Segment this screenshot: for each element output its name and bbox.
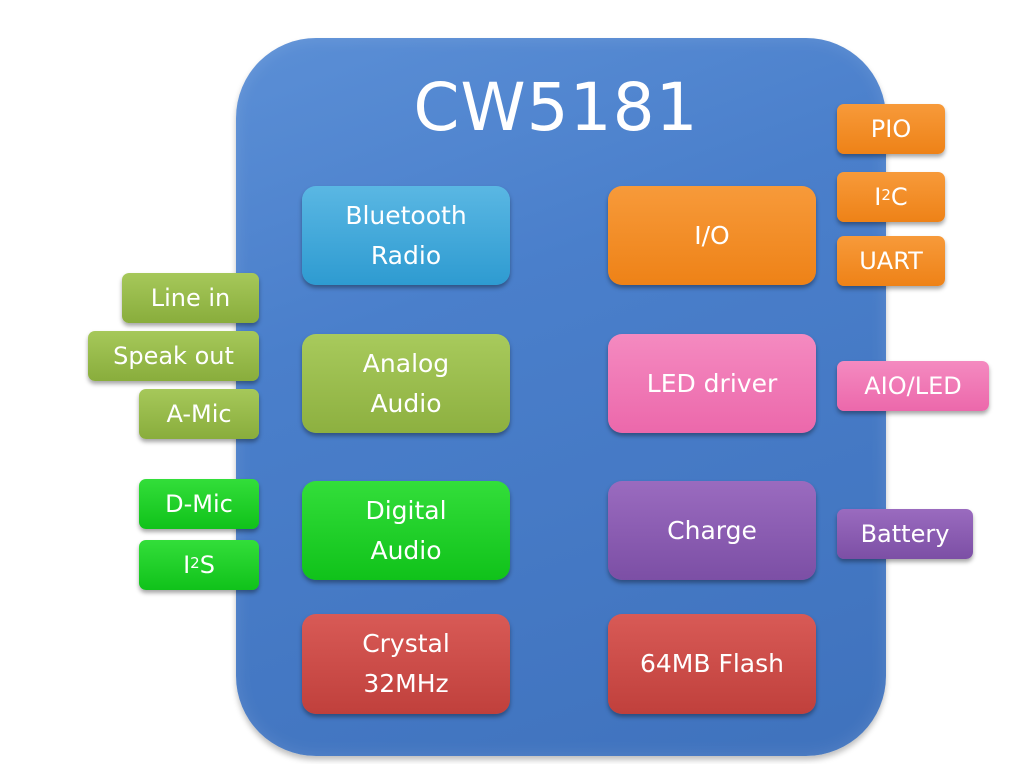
pin-uart: UART (837, 236, 945, 286)
pin-i2c-rest: C (890, 183, 908, 211)
pin-pio: PIO (837, 104, 945, 154)
charge-block: Charge (608, 481, 816, 580)
bluetooth-radio-block: Bluetooth Radio (302, 186, 510, 285)
io-block: I/O (608, 186, 816, 285)
analog-audio-block: Analog Audio (302, 334, 510, 433)
chip-title: CW5181 (413, 69, 699, 146)
pin-line-in: Line in (122, 273, 259, 323)
pin-i2s-base: I (183, 551, 191, 579)
pin-battery: Battery (837, 509, 973, 559)
pin-i2c-base: I (874, 183, 882, 211)
led-driver-block: LED driver (608, 334, 816, 433)
pin-aio-led: AIO/LED (837, 361, 989, 411)
crystal-block: Crystal 32MHz (302, 614, 510, 714)
digital-audio-block: Digital Audio (302, 481, 510, 580)
flash-block: 64MB Flash (608, 614, 816, 714)
pin-i2s-rest: S (199, 551, 215, 579)
pin-d-mic: D-Mic (139, 479, 259, 529)
pin-a-mic: A-Mic (139, 389, 259, 439)
pin-speak-out: Speak out (88, 331, 259, 381)
